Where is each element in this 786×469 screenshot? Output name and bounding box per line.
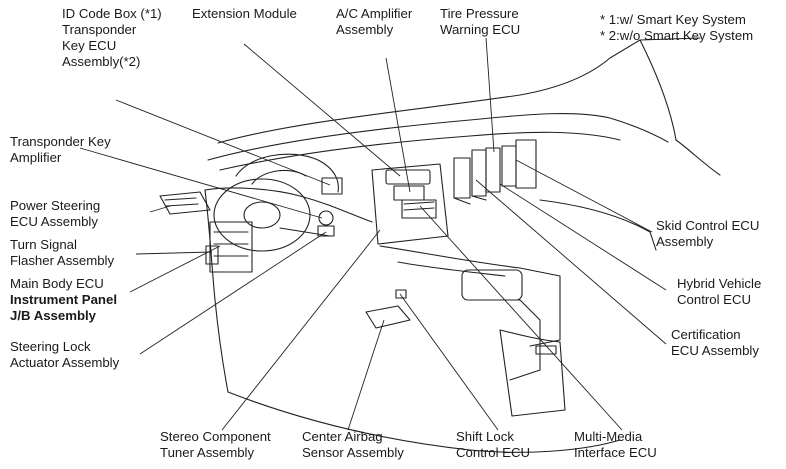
leader-skid-control bbox=[515, 159, 653, 233]
label-turn-signal: Turn Signal Flasher Assembly bbox=[10, 237, 114, 269]
label-line: ECU Assembly bbox=[10, 214, 98, 229]
ecu-block-1 bbox=[453, 157, 471, 199]
multimedia-unit bbox=[401, 199, 437, 219]
label-certification: Certification ECU Assembly bbox=[671, 327, 759, 359]
label-line: Transponder Key bbox=[10, 134, 111, 149]
leader-shift-lock bbox=[399, 293, 499, 431]
shift-lock-unit bbox=[395, 289, 407, 299]
leader-ac-amplifier bbox=[385, 57, 411, 193]
smart-key-notes: * 1:w/ Smart Key System * 2:w/o Smart Ke… bbox=[600, 12, 753, 44]
leader-power-steering bbox=[149, 205, 171, 213]
transponder-ring bbox=[318, 210, 334, 226]
power-steering-unit bbox=[159, 191, 211, 215]
label-steering-lock: Steering Lock Actuator Assembly bbox=[10, 339, 119, 371]
label-line: ECU Assembly bbox=[671, 343, 759, 358]
label-line: Interface ECU bbox=[574, 445, 657, 460]
center-stack bbox=[371, 163, 449, 245]
leader-certification bbox=[475, 179, 667, 345]
label-line: Assembly(*2) bbox=[62, 54, 141, 69]
windshield-outline bbox=[217, 37, 701, 144]
leader-extension-module bbox=[243, 43, 401, 177]
label-hybrid-vehicle: Hybrid Vehicle Control ECU bbox=[677, 276, 761, 308]
label-line: Tuner Assembly bbox=[160, 445, 255, 460]
label-line: Certification bbox=[671, 327, 741, 342]
label-line: Shift Lock bbox=[456, 429, 514, 444]
label-skid-control: Skid Control ECU Assembly bbox=[656, 218, 759, 250]
label-line: Stereo Component bbox=[160, 429, 271, 444]
leader-main-body bbox=[129, 245, 221, 293]
label-line: Multi-Media bbox=[574, 429, 643, 444]
right-dashboard bbox=[539, 199, 657, 251]
turn-signal-unit bbox=[205, 245, 219, 265]
dashboard-left bbox=[204, 189, 229, 393]
label-line: Steering Lock bbox=[10, 339, 91, 354]
label-line: A/C Amplifier bbox=[336, 6, 413, 21]
center-console bbox=[379, 245, 561, 347]
label-line: Skid Control ECU bbox=[656, 218, 760, 233]
label-line: Key ECU bbox=[62, 38, 117, 53]
label-main-body-ecu: Main Body ECU Instrument Panel J/B Assem… bbox=[10, 276, 117, 324]
label-line: Transponder bbox=[62, 22, 137, 37]
label-shift-lock: Shift Lock Control ECU bbox=[456, 429, 530, 461]
label-center-airbag: Center Airbag Sensor Assembly bbox=[302, 429, 404, 461]
note-line: * 1:w/ Smart Key System bbox=[600, 12, 746, 27]
label-line: Main Body ECU bbox=[10, 276, 104, 291]
label-line: Tire Pressure bbox=[440, 6, 519, 21]
label-line: Control ECU bbox=[456, 445, 531, 460]
leader-stereo-tuner bbox=[221, 229, 381, 431]
ecu-block-5 bbox=[515, 139, 537, 189]
label-transponder-amplifier: Transponder Key Amplifier bbox=[10, 134, 111, 166]
instrument-panel-jb bbox=[209, 221, 253, 273]
instrument-cluster bbox=[235, 153, 339, 193]
label-line-bold: J/B Assembly bbox=[10, 308, 97, 323]
leader-center-airbag bbox=[347, 319, 385, 431]
label-line: Turn Signal bbox=[10, 237, 77, 252]
leader-turn-signal bbox=[135, 251, 213, 255]
label-line: Control ECU bbox=[677, 292, 752, 307]
steering-lock-unit bbox=[317, 225, 335, 237]
label-line: Hybrid Vehicle bbox=[677, 276, 762, 291]
label-line: Assembly bbox=[656, 234, 714, 249]
note-line: * 2:w/o Smart Key System bbox=[600, 28, 754, 43]
steering-wheel bbox=[213, 178, 311, 252]
label-line-bold: Instrument Panel bbox=[10, 292, 117, 307]
dashboard-top bbox=[207, 112, 669, 161]
ecu-block-3 bbox=[485, 147, 501, 193]
leader-hybrid bbox=[499, 183, 667, 291]
id-code-box-unit bbox=[321, 177, 343, 195]
label-line: ID Code Box (*1) bbox=[62, 6, 162, 21]
leader-multi-media bbox=[419, 205, 623, 431]
label-line: Actuator Assembly bbox=[10, 355, 120, 370]
label-line: Warning ECU bbox=[440, 22, 521, 37]
floor-line bbox=[227, 391, 621, 453]
label-line: Assembly bbox=[336, 22, 394, 37]
leader-tire-pressure bbox=[485, 37, 495, 153]
door-frame-right bbox=[675, 139, 721, 176]
label-line: Center Airbag bbox=[302, 429, 383, 444]
label-line: Sensor Assembly bbox=[302, 445, 404, 460]
leader-id-code-box bbox=[115, 99, 331, 186]
airbag-sensor bbox=[365, 305, 411, 329]
ecu-block-4 bbox=[501, 145, 517, 187]
label-tire-pressure: Tire Pressure Warning ECU bbox=[440, 6, 520, 38]
leader-transponder-amp bbox=[79, 147, 323, 219]
label-line: Extension Module bbox=[192, 6, 297, 21]
label-stereo-tuner: Stereo Component Tuner Assembly bbox=[160, 429, 271, 461]
ac-amplifier-unit bbox=[385, 169, 431, 185]
label-line: Flasher Assembly bbox=[10, 253, 115, 268]
label-line: Power Steering bbox=[10, 198, 101, 213]
leader-steering-lock bbox=[139, 231, 327, 355]
label-extension-module: Extension Module bbox=[192, 6, 297, 22]
a-pillar-right bbox=[639, 39, 677, 141]
label-id-code-box: ID Code Box (*1) Transponder Key ECU Ass… bbox=[62, 6, 162, 70]
console-body bbox=[499, 329, 566, 417]
label-power-steering: Power Steering ECU Assembly bbox=[10, 198, 100, 230]
label-line: Amplifier bbox=[10, 150, 62, 165]
label-multi-media: Multi-Media Interface ECU bbox=[574, 429, 657, 461]
label-ac-amplifier: A/C Amplifier Assembly bbox=[336, 6, 412, 38]
ecu-block-2 bbox=[471, 149, 487, 197]
